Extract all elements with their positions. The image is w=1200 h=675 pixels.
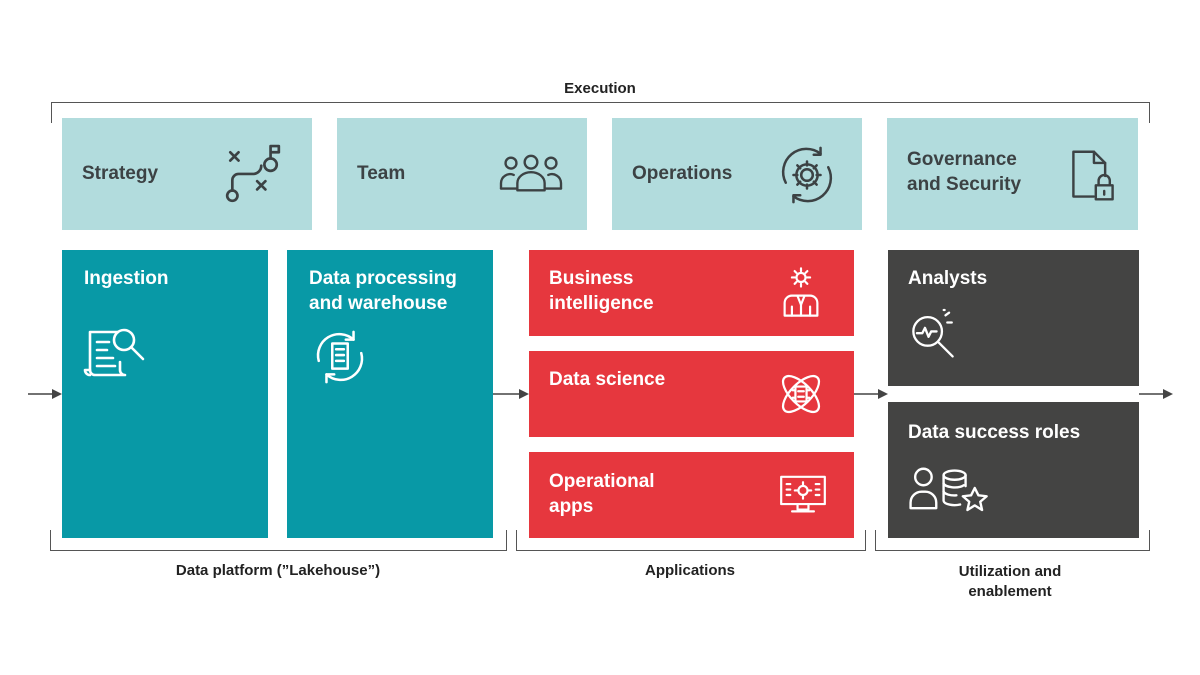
applications-label: Applications: [644, 562, 735, 579]
team-icon: [499, 154, 563, 192]
operational-apps-label: Operational apps: [549, 471, 655, 517]
ingestion-box: Ingestion: [62, 250, 268, 538]
governance-security-label: Governance and Security: [907, 149, 1022, 195]
analysts-box: Analysts: [888, 250, 1139, 386]
operational-apps-box: Operational apps: [529, 452, 854, 538]
document-lock-icon: [1072, 150, 1114, 201]
atom-chip-icon: [781, 374, 821, 414]
execution-label: Execution: [564, 80, 636, 97]
flow-arrow-apps-utilization: [854, 389, 888, 399]
strategy-path-icon: [225, 144, 281, 203]
operations-gear-icon: [781, 146, 833, 204]
strategy-box: Strategy: [62, 118, 312, 230]
applications-bracket: [516, 530, 866, 551]
person-gear-icon: [783, 267, 819, 317]
team-box: Team: [337, 118, 587, 230]
operations-box: Operations: [612, 118, 862, 230]
governance-security-box: Governance and Security: [887, 118, 1138, 230]
flow-arrow-in: [28, 389, 62, 399]
document-search-icon: [83, 328, 145, 377]
execution-bracket: [51, 102, 1150, 123]
platform-bracket: [50, 530, 507, 551]
data-science-label: Data science: [549, 369, 666, 390]
data-science-box: Data science: [529, 351, 854, 437]
document-refresh-icon: [316, 330, 364, 384]
strategy-label: Strategy: [82, 163, 159, 184]
utilization-bracket: [875, 530, 1150, 551]
data-success-roles-label: Data success roles: [908, 422, 1081, 443]
data-success-roles-box: Data success roles: [888, 402, 1139, 538]
magnifier-pulse-icon: [912, 308, 954, 358]
team-label: Team: [357, 163, 406, 184]
platform-label: Data platform (”Lakehouse”): [175, 562, 381, 579]
operations-label: Operations: [632, 163, 733, 184]
business-intelligence-label: Business intelligence: [549, 268, 654, 314]
flow-arrow-platform-apps: [493, 389, 529, 399]
utilization-label: Utilization and enablement: [958, 563, 1062, 600]
monitor-gear-icon: [780, 475, 826, 513]
business-intelligence-box: Business intelligence: [529, 250, 854, 336]
data-processing-warehouse-box: Data processing and warehouse: [287, 250, 493, 538]
analysts-label: Analysts: [908, 268, 988, 289]
data-processing-warehouse-label: Data processing and warehouse: [309, 268, 457, 314]
ingestion-label: Ingestion: [84, 268, 169, 289]
person-database-star-icon: [909, 467, 988, 512]
flow-arrow-out: [1139, 389, 1173, 399]
